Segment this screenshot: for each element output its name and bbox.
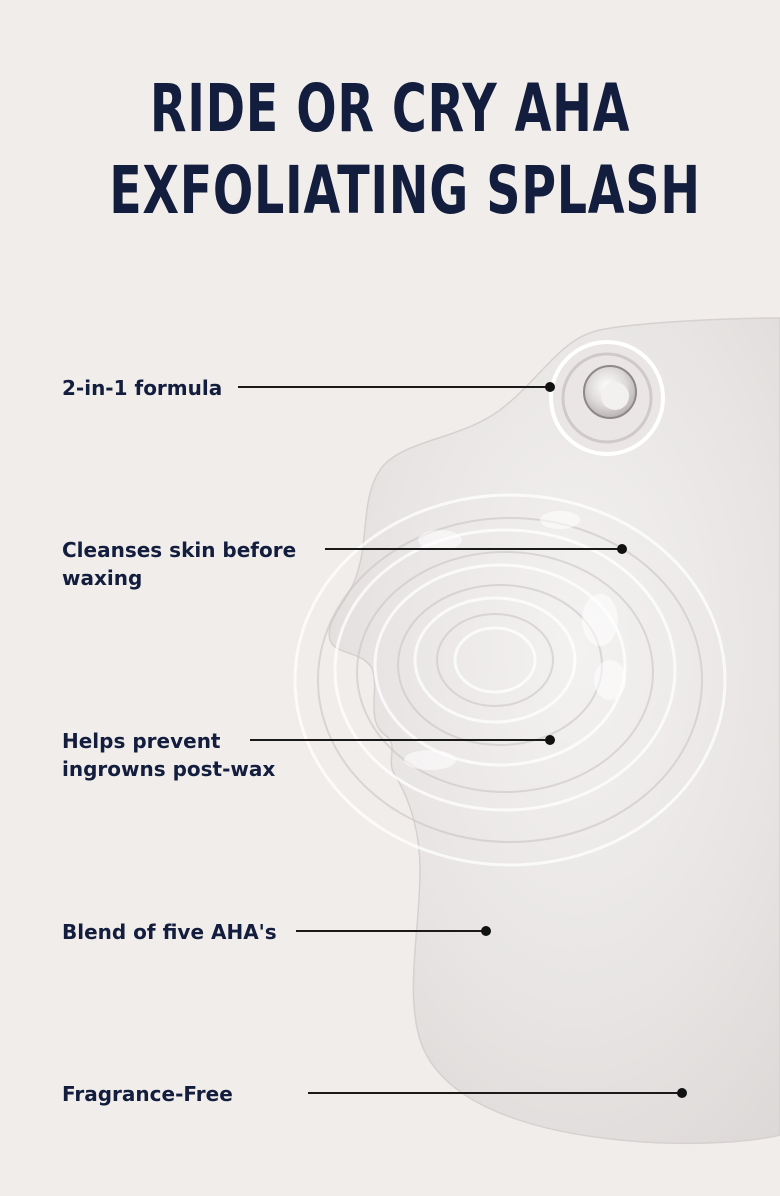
title-line-1: RIDE OR CRY AHA <box>149 70 631 147</box>
title-line-2: EXFOLIATING SPLASH <box>109 152 701 229</box>
page-title: RIDE OR CRY AHA EXFOLIATING SPLASH <box>109 68 701 232</box>
